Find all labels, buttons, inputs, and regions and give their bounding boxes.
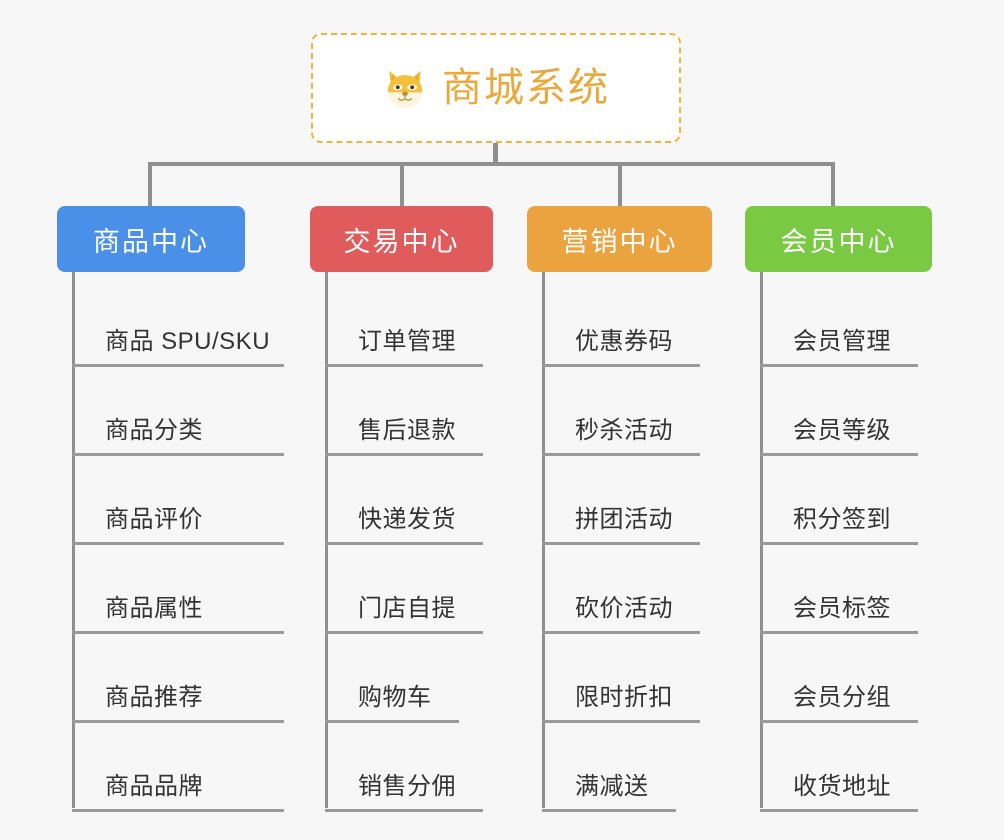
leaf-item[interactable]: 限时折扣 xyxy=(542,634,747,723)
branch-column-member: 会员中心 会员管理 会员等级 积分签到 会员标签 会员分组 收货地址 xyxy=(745,206,970,812)
leaf-label: 拼团活动 xyxy=(575,505,673,533)
leaf-item[interactable]: 会员分组 xyxy=(760,634,970,723)
leaf-label: 会员管理 xyxy=(793,327,891,355)
leaf-item[interactable]: 积分签到 xyxy=(760,456,970,545)
leaf-label: 快递发货 xyxy=(358,505,456,533)
leaf-item[interactable]: 快递发货 xyxy=(325,456,535,545)
leaf-label: 售后退款 xyxy=(358,416,456,444)
leaf-item[interactable]: 会员管理 xyxy=(760,278,970,367)
leaf-item[interactable]: 砍价活动 xyxy=(542,545,747,634)
leaf-label: 会员标签 xyxy=(793,594,891,622)
leaf-label: 限时折扣 xyxy=(575,683,673,711)
leaf-label: 购物车 xyxy=(358,683,432,711)
leaf-label: 门店自提 xyxy=(358,594,456,622)
branch-header-label: 会员中心 xyxy=(780,226,897,257)
leaf-label: 商品品牌 xyxy=(105,772,203,800)
leaf-label: 积分签到 xyxy=(793,505,891,533)
leaf-item[interactable]: 门店自提 xyxy=(325,545,535,634)
branch-header-label: 营销中心 xyxy=(561,226,678,257)
leaf-item[interactable]: 拼团活动 xyxy=(542,456,747,545)
branch-column-product: 商品中心 商品 SPU/SKU 商品分类 商品评价 商品属性 商品推荐 商品品牌 xyxy=(57,206,317,812)
leaf-label: 商品评价 xyxy=(105,505,203,533)
leaf-list-marketing: 优惠券码 秒杀活动 拼团活动 砍价活动 限时折扣 满减送 xyxy=(527,272,747,812)
leaf-label: 满减送 xyxy=(575,772,649,800)
leaf-item[interactable]: 会员标签 xyxy=(760,545,970,634)
leaf-item[interactable]: 商品推荐 xyxy=(72,634,317,723)
leaf-list-member: 会员管理 会员等级 积分签到 会员标签 会员分组 收货地址 xyxy=(745,272,970,812)
branch-column-marketing: 营销中心 优惠券码 秒杀活动 拼团活动 砍价活动 限时折扣 满减送 xyxy=(527,206,747,812)
leaf-label: 会员分组 xyxy=(793,683,891,711)
leaf-list-product: 商品 SPU/SKU 商品分类 商品评价 商品属性 商品推荐 商品品牌 xyxy=(57,272,317,812)
connector-drop-1 xyxy=(148,162,152,208)
leaf-item[interactable]: 售后退款 xyxy=(325,367,535,456)
leaf-item[interactable]: 商品分类 xyxy=(72,367,317,456)
connector-stem xyxy=(493,143,498,165)
branch-column-trade: 交易中心 订单管理 售后退款 快递发货 门店自提 购物车 销售分佣 xyxy=(310,206,535,812)
connector-horizontal-bus xyxy=(148,162,834,166)
leaf-item[interactable]: 销售分佣 xyxy=(325,723,535,812)
shiba-dog-face-icon xyxy=(382,65,428,111)
branch-header-product[interactable]: 商品中心 xyxy=(57,206,245,272)
leaf-item[interactable]: 订单管理 xyxy=(325,278,535,367)
branch-header-label: 商品中心 xyxy=(93,226,209,257)
leaf-list-trade: 订单管理 售后退款 快递发货 门店自提 购物车 销售分佣 xyxy=(310,272,535,812)
leaf-item[interactable]: 商品 SPU/SKU xyxy=(72,278,317,367)
leaf-item[interactable]: 满减送 xyxy=(542,723,747,812)
leaf-item[interactable]: 商品属性 xyxy=(72,545,317,634)
leaf-label: 秒杀活动 xyxy=(575,416,673,444)
leaf-item[interactable]: 购物车 xyxy=(325,634,535,723)
branch-header-label: 交易中心 xyxy=(343,226,460,257)
leaf-item[interactable]: 优惠券码 xyxy=(542,278,747,367)
leaf-label: 优惠券码 xyxy=(575,327,673,355)
leaf-label: 收货地址 xyxy=(793,772,891,800)
connector-drop-2 xyxy=(400,162,404,208)
leaf-label: 商品推荐 xyxy=(105,683,203,711)
leaf-label: 订单管理 xyxy=(358,327,456,355)
leaf-label: 商品分类 xyxy=(105,416,203,444)
leaf-item[interactable]: 会员等级 xyxy=(760,367,970,456)
connector-drop-4 xyxy=(831,162,835,208)
leaf-label: 砍价活动 xyxy=(575,594,673,622)
leaf-label: 会员等级 xyxy=(793,416,891,444)
branch-header-trade[interactable]: 交易中心 xyxy=(310,206,493,272)
leaf-label: 销售分佣 xyxy=(358,772,456,800)
leaf-item[interactable]: 商品品牌 xyxy=(72,723,317,812)
branch-header-marketing[interactable]: 营销中心 xyxy=(527,206,712,272)
root-node[interactable]: 商城系统 xyxy=(311,33,681,143)
connector-drop-3 xyxy=(618,162,622,208)
leaf-label: 商品属性 xyxy=(105,594,203,622)
leaf-label: 商品 SPU/SKU xyxy=(105,327,271,355)
leaf-item[interactable]: 秒杀活动 xyxy=(542,367,747,456)
root-title: 商城系统 xyxy=(442,66,610,110)
branch-header-member[interactable]: 会员中心 xyxy=(745,206,932,272)
leaf-item[interactable]: 收货地址 xyxy=(760,723,970,812)
leaf-item[interactable]: 商品评价 xyxy=(72,456,317,545)
